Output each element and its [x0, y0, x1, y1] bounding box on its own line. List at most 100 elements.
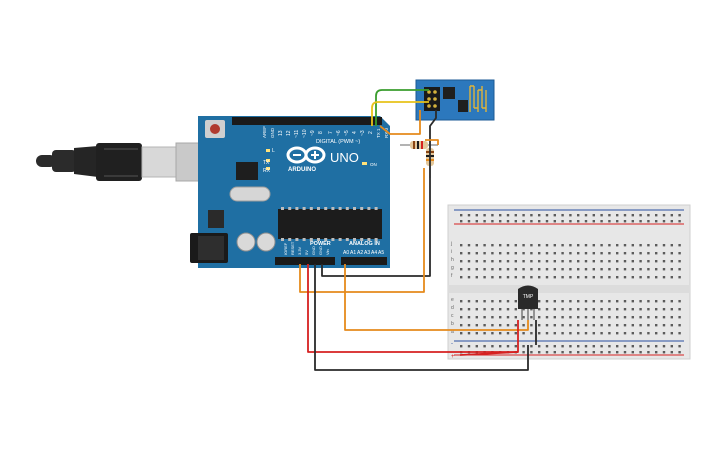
breadboard-hole	[553, 276, 556, 279]
digital-label: DIGITAL (PWM ~)	[316, 139, 360, 145]
breadboard-hole	[491, 316, 494, 319]
breadboard-hole	[553, 220, 556, 223]
breadboard-hole	[639, 345, 642, 348]
breadboard-hole	[530, 332, 533, 335]
breadboard-hole	[678, 214, 681, 217]
breadboard-hole	[662, 345, 666, 348]
breadboard-hole	[561, 260, 564, 263]
breadboard-hole	[639, 300, 642, 303]
breadboard-hole	[538, 244, 541, 247]
breadboard-hole	[678, 308, 681, 311]
pin-label-8: 8	[318, 131, 324, 134]
pin-label-ioref: IOREF	[283, 242, 288, 255]
breadboard-hole	[538, 332, 541, 335]
breadboard-hole	[592, 214, 595, 217]
chip-pin	[324, 207, 328, 210]
breadboard-hole	[639, 244, 642, 247]
breadboard-hole	[647, 324, 650, 327]
breadboard-hole	[569, 260, 572, 263]
breadboard-hole	[678, 260, 681, 263]
breadboard-hole	[678, 268, 681, 271]
breadboard-hole	[522, 260, 525, 263]
breadboard-hole	[491, 268, 494, 271]
breadboard-hole	[670, 276, 673, 279]
usb-cable	[36, 142, 211, 182]
breadboard-hole	[600, 316, 603, 319]
breadboard-hole	[670, 300, 673, 303]
breadboard-hole	[499, 260, 502, 263]
pin-label-3v3: 3.3V	[297, 246, 302, 255]
breadboard-hole	[569, 345, 572, 348]
breadboard-hole	[491, 324, 494, 327]
breadboard-hole	[561, 252, 564, 255]
breadboard-hole	[506, 268, 510, 271]
breadboard-hole	[499, 308, 502, 311]
breadboard-hole	[647, 268, 650, 271]
breadboard-hole	[577, 214, 580, 217]
breadboard-hole	[577, 252, 580, 255]
reset-button-icon[interactable]	[210, 124, 220, 134]
wire-yellow	[371, 101, 429, 126]
breadboard-hole	[553, 244, 556, 247]
breadboard-hole	[483, 244, 486, 247]
breadboard-hole	[491, 252, 494, 255]
breadboard-hole	[499, 300, 502, 303]
breadboard-hole	[467, 300, 471, 303]
pin-label-5v: 5V	[304, 250, 309, 255]
breadboard-hole	[545, 332, 549, 335]
breadboard-hole	[639, 324, 642, 327]
breadboard-hole	[483, 316, 486, 319]
chip-pin	[317, 238, 320, 241]
breadboard-hole	[608, 260, 611, 263]
breadboard-hole	[662, 260, 666, 263]
breadboard-hole	[584, 316, 588, 319]
breadboard-hole	[475, 244, 478, 247]
breadboard-hole	[577, 276, 580, 279]
breadboard-hole	[577, 332, 580, 335]
breadboard-hole	[592, 345, 595, 348]
breadboard-hole	[647, 214, 650, 217]
breadboard-hole	[538, 324, 541, 327]
breadboard-hole	[631, 308, 634, 311]
breadboard-hole	[623, 351, 627, 354]
power-label: POWER	[310, 241, 331, 247]
pin-label-tx: TX 1	[376, 128, 381, 138]
led-rx-label: RX	[263, 168, 271, 174]
breadboard-hole	[584, 351, 588, 354]
breadboard-hole	[530, 308, 533, 311]
analog-label: ANALOG IN	[349, 241, 380, 247]
breadboard-hole	[483, 276, 486, 279]
chip-pin	[353, 207, 356, 210]
antenna-icon	[469, 85, 487, 112]
breadboard-hole	[545, 308, 549, 311]
breadboard-hole	[483, 308, 486, 311]
breadboard-hole	[561, 324, 564, 327]
breadboard-hole	[538, 252, 541, 255]
breadboard-hole	[678, 220, 681, 223]
breadboard-hole	[506, 332, 510, 335]
breadboard-hole	[639, 332, 642, 335]
chip-pin	[345, 207, 349, 210]
breadboard-hole	[592, 300, 595, 303]
breadboard-hole	[545, 252, 549, 255]
breadboard-hole	[499, 268, 502, 271]
breadboard-hole	[662, 276, 666, 279]
breadboard-hole	[592, 276, 595, 279]
breadboard-hole	[514, 220, 517, 223]
pin-label-6: ~6	[336, 130, 342, 136]
wire-orange-esp	[299, 139, 439, 293]
breadboard-hole	[639, 316, 642, 319]
breadboard-hole	[600, 332, 603, 335]
breadboard-hole	[545, 244, 549, 247]
breadboard-hole	[647, 345, 650, 348]
chip-pin	[309, 207, 313, 210]
breadboard-hole	[530, 316, 533, 319]
breadboard-hole	[530, 324, 533, 327]
breadboard-hole	[647, 260, 650, 263]
breadboard-hole	[499, 214, 502, 217]
breadboard-hole	[647, 300, 650, 303]
breadboard-hole	[647, 252, 650, 255]
breadboard-hole	[491, 300, 494, 303]
pin-label-gnd2: GND	[318, 246, 323, 255]
breadboard-hole	[553, 252, 556, 255]
